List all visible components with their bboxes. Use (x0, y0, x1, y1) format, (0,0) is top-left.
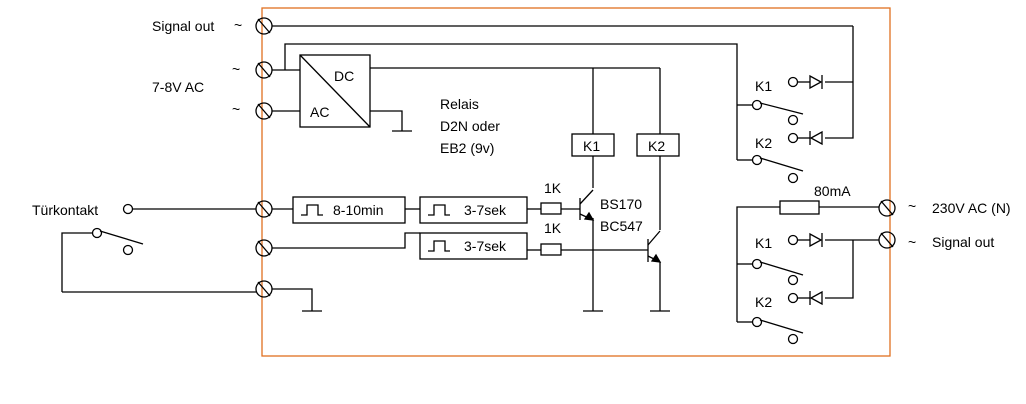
fuse-label: 80mA (814, 183, 851, 199)
contact-k1-bottom-label: K1 (755, 235, 772, 251)
tilde-5: ~ (908, 234, 916, 250)
tilde-3: ~ (232, 101, 240, 117)
terminals-right (878, 199, 896, 249)
terminals-left (255, 17, 273, 298)
timer-a-label: 3-7sek (464, 202, 507, 218)
relais-note-1: Relais (440, 96, 479, 112)
signal-out-left-label: Signal out (152, 18, 214, 34)
enclosure-outline (261, 7, 891, 357)
contact-k2-bottom-label: K2 (755, 294, 772, 310)
wiring (61, 25, 879, 345)
signal-out-right-label: Signal out (932, 234, 994, 250)
transistor-2-label: BC547 (600, 218, 643, 234)
contact-k2-top-label: K2 (755, 135, 772, 151)
ac-input-label: 7-8V AC (152, 79, 204, 95)
relais-note-2: D2N oder (440, 118, 500, 134)
tilde-1: ~ (234, 17, 242, 33)
mains-label: 230V AC (N) (932, 200, 1011, 216)
timer-main-label: 8-10min (333, 202, 384, 218)
relais-note-3: EB2 (9v) (440, 140, 494, 156)
acdc-converter (299, 54, 371, 128)
resistor-a-label: 1K (544, 180, 562, 196)
timer-b-label: 3-7sek (464, 238, 507, 254)
door-contact-label: Türkontakt (32, 202, 98, 218)
relay-coil-1-label: K1 (583, 138, 600, 154)
diodes (809, 74, 823, 306)
resistors (540, 202, 562, 256)
tilde-4: ~ (908, 198, 916, 214)
relay-coils (571, 133, 680, 157)
tilde-2: ~ (232, 61, 240, 77)
dc-label: DC (334, 68, 354, 84)
relay-coil-2-label: K2 (648, 138, 665, 154)
contact-k1-top-label: K1 (755, 78, 772, 94)
transistors (579, 189, 662, 263)
timer-boxes (292, 196, 528, 260)
transistor-1-label: BS170 (600, 196, 642, 212)
fuse (779, 200, 820, 215)
resistor-b-label: 1K (544, 220, 562, 236)
ac-label: AC (310, 104, 329, 120)
